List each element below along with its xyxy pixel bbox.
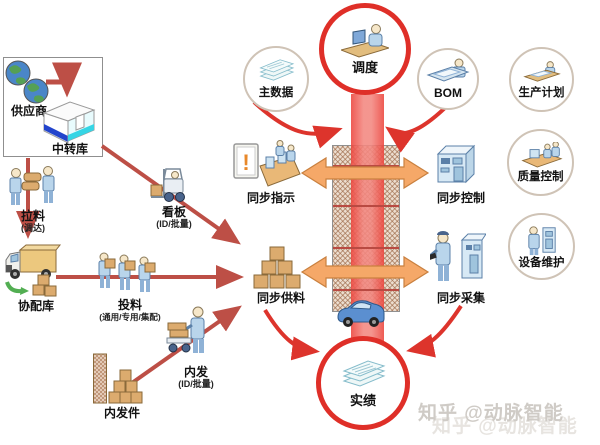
- car-icon: [337, 300, 385, 327]
- band-dividers: [333, 165, 399, 291]
- production-plan-circle: 生产计划: [509, 47, 574, 112]
- feed-material-icon: [98, 252, 156, 292]
- watermark-ghost-text: 知乎 @动脉智能: [432, 416, 578, 437]
- arrow-syncsupply-to-results: [263, 308, 320, 361]
- arrow-bom-to-band: [385, 101, 452, 153]
- internal-parts-label: 内发件: [103, 406, 140, 420]
- arrow-supplier-to-transit: [46, 62, 82, 98]
- internal-send-sub: (ID/批量): [178, 379, 214, 389]
- transit-store-label: 中转库: [51, 142, 88, 156]
- bom-circle: BOM: [417, 48, 479, 110]
- dispatch-desk-icon: [341, 23, 389, 58]
- dispatch-circle: 调度: [319, 3, 411, 95]
- master-data-label: 主数据: [258, 87, 294, 100]
- results-circle: 实绩: [316, 336, 410, 430]
- quality-control-label: 质量控制: [517, 170, 564, 183]
- bom-label: BOM: [434, 86, 462, 101]
- sync-collect-icon: [430, 231, 486, 281]
- pull-material-label: 拉料: [20, 209, 45, 223]
- equipment-maintenance-circle: 设备维护: [508, 213, 575, 280]
- transit-warehouse-icon: [42, 101, 96, 144]
- equipment-maintenance-icon: [527, 226, 556, 256]
- results-label: 实绩: [349, 392, 376, 408]
- sync-supply-icon: [253, 246, 301, 289]
- globes-icon: [5, 60, 49, 104]
- sync-instruction-icon: !: [233, 140, 301, 187]
- dispatch-label: 调度: [351, 59, 378, 75]
- kanban-forklift-icon: [150, 168, 185, 202]
- sync-control-label: 同步控制: [436, 191, 485, 205]
- feed-material-label: 投料: [117, 298, 142, 312]
- supplier-label: 供应商: [10, 104, 47, 118]
- internal-send-icon: [166, 306, 205, 353]
- equipment-maintenance-label: 设备维护: [518, 256, 565, 269]
- production-plan-desk-icon: [522, 61, 561, 82]
- supplier-group-box: [3, 57, 103, 157]
- bom-table-icon: [426, 58, 470, 82]
- svg-text:!: !: [242, 150, 249, 175]
- pull-material-sub: (调达): [21, 223, 45, 233]
- internal-send-label: 内发: [183, 365, 208, 379]
- dispatch-flow-band: [351, 94, 384, 342]
- watermark-text: 知乎 @动脉智能: [418, 403, 564, 424]
- internal-parts-icon: [93, 353, 143, 404]
- quality-control-circle: 质量控制: [507, 129, 574, 196]
- feed-material-sub: (通用/专用/集配): [99, 312, 161, 322]
- sync-instruction-label: 同步指示: [246, 191, 295, 205]
- sync-control-icon: [436, 144, 476, 184]
- pull-material-icon: [9, 166, 55, 205]
- watermark: 知乎 @动脉智能 知乎 @动脉智能: [412, 396, 592, 440]
- coop-store-label: 协配库: [17, 299, 54, 313]
- coop-store-truck-icon: [5, 244, 62, 297]
- kanban-sub: (ID/批量): [156, 219, 192, 229]
- master-data-circle: 主数据: [243, 46, 309, 112]
- sync-supply-label: 同步供料: [256, 291, 305, 305]
- master-data-docs-icon: [259, 59, 295, 82]
- results-docs-icon: [342, 360, 386, 387]
- kanban-label: 看板: [161, 205, 186, 219]
- arrow-masterdata-to-band: [252, 100, 343, 149]
- arrow-synccollect-to-results: [406, 304, 463, 358]
- sync-collect-label: 同步采集: [436, 291, 485, 305]
- quality-control-icon: [520, 141, 563, 168]
- sync-exchange-arrows: [300, 156, 430, 289]
- production-plan-label: 生产计划: [518, 86, 565, 99]
